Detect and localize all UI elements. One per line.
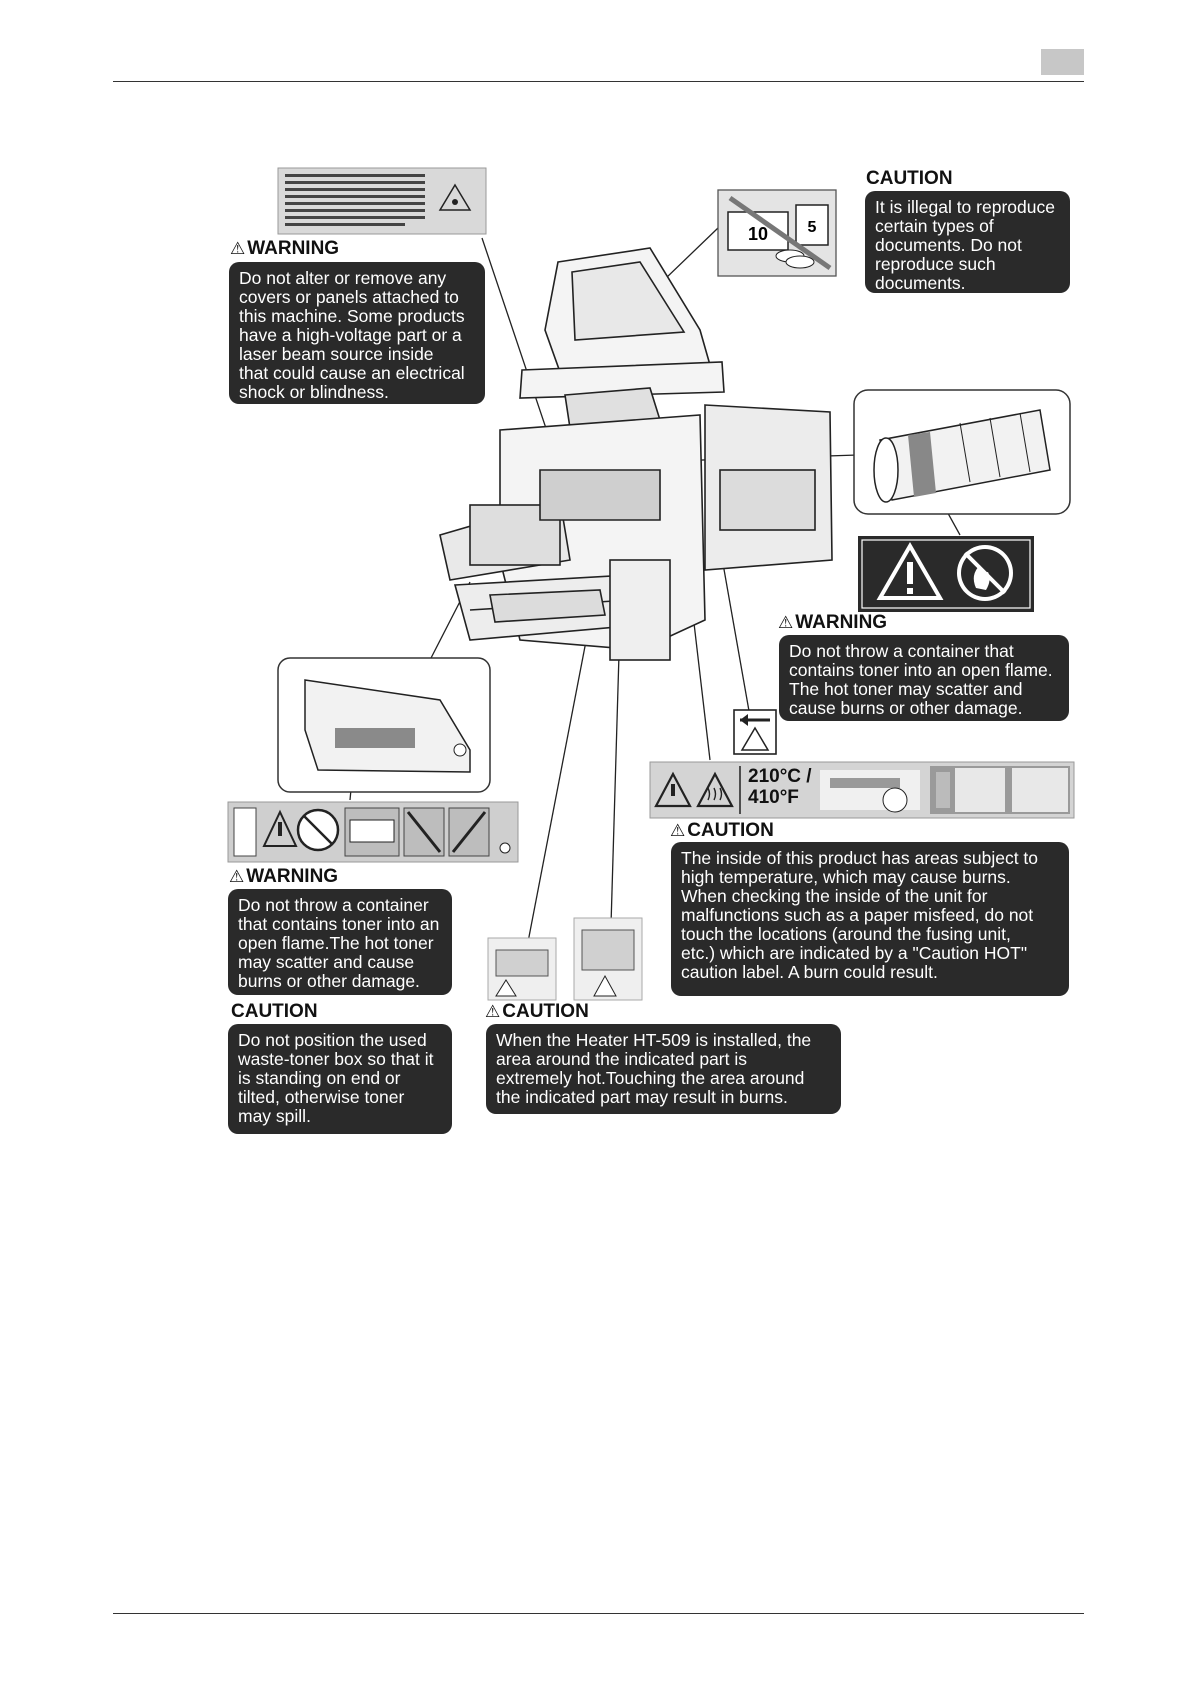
warning-toner-left-heading: ⚠WARNING — [229, 866, 339, 887]
banknote-value: 10 — [748, 224, 768, 244]
notice-line: contains toner into an open flame. — [789, 660, 1053, 680]
notice-line: have a high-voltage part or a — [239, 325, 462, 345]
caution-heater-heading: ⚠CAUTION — [485, 1001, 589, 1022]
warning-toner-right-heading: ⚠WARNING — [778, 612, 888, 633]
warning-triangle-icon: ⚠ — [670, 821, 686, 840]
notice-line: The inside of this product has areas sub… — [681, 848, 1039, 868]
notice-line: open flame.The hot toner — [238, 933, 434, 953]
leader-line-heater2 — [610, 619, 621, 926]
notice-line: caution label. A burn could result. — [681, 962, 938, 982]
notice-line: Do not alter or remove any — [239, 268, 447, 288]
notice-line: certain types of — [875, 216, 994, 236]
caution-waste-box-box: Do not position the used waste-toner box… — [228, 1024, 452, 1134]
notice-line: etc.) which are indicated by a "Caution … — [681, 943, 1028, 963]
warning-toner-left-box: Do not throw a container that contains t… — [228, 889, 452, 995]
copier-drawing — [439, 247, 833, 661]
caution-hot-inside-box: The inside of this product has areas sub… — [671, 842, 1069, 996]
notice-line: Do not position the used — [238, 1030, 427, 1050]
temperature-fahrenheit: 410°F — [748, 787, 799, 808]
notice-line: that contains toner into an — [238, 914, 440, 934]
heater-image-2 — [573, 917, 643, 1001]
waste-toner-box-inset — [277, 657, 491, 793]
notice-line: cause burns or other damage. — [789, 698, 1023, 718]
warning-triangle-icon — [654, 771, 692, 808]
notice-line: touch the locations (around the fusing u… — [681, 924, 1011, 944]
notice-line: documents. — [875, 273, 966, 293]
caution-heater-box: When the Heater HT-509 is installed, the… — [486, 1024, 841, 1114]
notice-line: area around the indicated part is — [496, 1049, 747, 1069]
toner-bottle-inset — [853, 389, 1071, 515]
heater-image-1 — [487, 937, 557, 1001]
notice-line: extremely hot.Touching the area around — [496, 1068, 805, 1088]
notice-line: The hot toner may scatter and — [789, 679, 1023, 699]
notice-line: malfunctions such as a paper misfeed, do… — [681, 905, 1034, 925]
warning-triangle-icon: ⚠ — [229, 867, 245, 886]
notice-line: documents. Do not — [875, 235, 1022, 255]
stamp-value: 5 — [808, 219, 817, 236]
money-label-image: 10 5 — [717, 189, 837, 277]
warning-triangle-icon: ⚠ — [778, 613, 794, 632]
notice-line: tilted, otherwise toner — [238, 1087, 405, 1107]
warning-covers-box: Do not alter or remove any covers or pan… — [229, 262, 485, 404]
notice-line: shock or blindness. — [239, 382, 389, 402]
laser-label-image — [277, 167, 487, 235]
caution-reproduce-heading: CAUTION — [866, 168, 953, 189]
notice-line: may scatter and cause — [238, 952, 415, 972]
warning-triangle-icon — [262, 809, 298, 847]
notice-line: When checking the inside of the unit for — [681, 886, 988, 906]
page-tab — [1041, 49, 1084, 75]
caution-waste-box-heading: CAUTION — [231, 1001, 318, 1022]
warning-triangle-icon: ⚠ — [230, 239, 246, 258]
notice-line: may spill. — [238, 1106, 311, 1126]
leader-line-heater1 — [527, 609, 593, 943]
toner-warning-symbols — [858, 536, 1034, 612]
hot-arrow-label — [733, 709, 777, 755]
warning-toner-right-box: Do not throw a container that contains t… — [779, 635, 1069, 721]
caution-hot-inside-heading: ⚠CAUTION — [670, 820, 774, 841]
notice-line: burns or other damage. — [238, 971, 420, 991]
notice-line: Do not throw a container that — [789, 641, 1014, 661]
notice-line: laser beam source inside — [239, 344, 434, 364]
hot-surface-icon — [696, 771, 734, 808]
notice-line: this machine. Some products — [239, 306, 465, 326]
notice-line: that could cause an electrical — [239, 363, 465, 383]
warning-covers-heading: ⚠WARNING — [230, 238, 340, 259]
notice-line: covers or panels attached to — [239, 287, 459, 307]
notice-line: When the Heater HT-509 is installed, the — [496, 1030, 812, 1050]
temperature-label-image — [649, 761, 1075, 819]
caution-reproduce-box: It is illegal to reproduce certain types… — [865, 191, 1070, 293]
warning-triangle-icon — [876, 541, 944, 600]
footer-rule — [113, 1613, 1084, 1614]
temperature-celsius: 210°C / — [748, 766, 812, 787]
header-rule — [113, 81, 1084, 82]
notice-line: waste-toner box so that it — [238, 1049, 434, 1069]
notice-line: is standing on end or — [238, 1068, 401, 1088]
notice-line: Do not throw a container — [238, 895, 429, 915]
temperature-readout: 210°C / 410°F — [748, 766, 812, 808]
warning-triangle-icon: ⚠ — [485, 1002, 501, 1021]
waste-toner-label-image — [227, 801, 519, 863]
notice-line: It is illegal to reproduce — [875, 197, 1055, 217]
notice-line: reproduce such — [875, 254, 996, 274]
notice-line: high temperature, which may cause burns. — [681, 867, 1011, 887]
notice-line: the indicated part may result in burns. — [496, 1087, 788, 1107]
